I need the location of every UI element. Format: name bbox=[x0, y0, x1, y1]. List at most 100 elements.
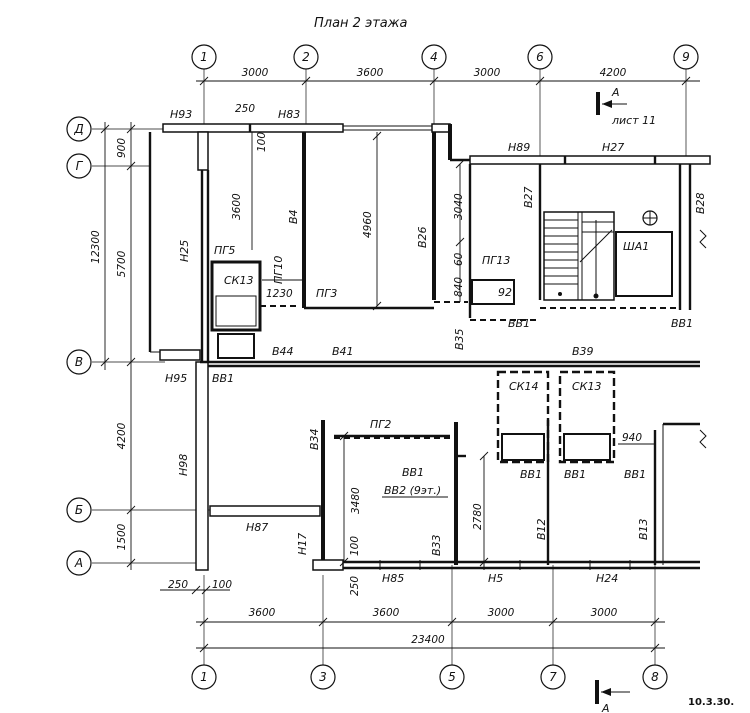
label-b28: В28 bbox=[694, 192, 707, 214]
dim-250-bot: 250 bbox=[349, 576, 361, 596]
label-bb1-g: ВВ1 bbox=[624, 468, 646, 481]
label-n95: Н95 bbox=[165, 372, 187, 385]
axis-bottom-3: 3 bbox=[319, 670, 327, 684]
label-pg3: ПГ3 bbox=[316, 287, 337, 300]
axis-left-v: В bbox=[75, 355, 83, 369]
label-bb1-f: ВВ1 bbox=[564, 468, 586, 481]
label-b4: В4 bbox=[287, 209, 300, 224]
axis-top-2: 2 bbox=[302, 50, 310, 64]
plan-title: План 2 этажа bbox=[314, 16, 407, 31]
label-pg10: ПГ10 bbox=[272, 256, 285, 284]
axis-bubbles-bottom: 1 3 5 7 8 bbox=[191, 664, 668, 690]
label-n5: Н5 bbox=[488, 572, 503, 585]
axis-left-a: А bbox=[74, 556, 83, 570]
label-n89: Н89 bbox=[508, 141, 530, 154]
dim-3480: 3480 bbox=[350, 487, 362, 514]
dim-250-left: 250 bbox=[168, 579, 188, 591]
label-b39: В39 bbox=[572, 345, 594, 358]
axis-bottom-1: 1 bbox=[200, 670, 208, 684]
dim-left-1500: 1500 bbox=[116, 523, 128, 550]
axis-bubbles-top: 1 2 4 6 9 bbox=[191, 44, 699, 70]
dim-250-top: 250 bbox=[235, 103, 255, 115]
label-sha1: ША1 bbox=[623, 240, 649, 253]
label-sk13-a: СК13 bbox=[224, 274, 254, 287]
dim-bottom-1: 3600 bbox=[249, 607, 276, 619]
label-pg2: ПГ2 bbox=[370, 418, 391, 431]
dim-3600-v: 3600 bbox=[231, 193, 243, 220]
shafts bbox=[210, 231, 673, 464]
label-n83: Н83 bbox=[278, 108, 300, 121]
dim-bottom-4: 3000 bbox=[591, 607, 618, 619]
label-bb1-c: ВВ1 bbox=[671, 317, 693, 330]
label-n27: Н27 bbox=[602, 141, 624, 154]
dim-left-900: 900 bbox=[116, 138, 128, 158]
label-n98: Н98 bbox=[177, 454, 190, 476]
section-sheet-ref: лист 11 bbox=[611, 114, 656, 127]
circle-cross-icon bbox=[642, 210, 658, 226]
label-b35: В35 bbox=[453, 328, 466, 350]
dim-left-5700: 5700 bbox=[116, 250, 128, 277]
axis-top-4: 4 bbox=[430, 50, 438, 64]
label-b13: В13 bbox=[637, 518, 650, 540]
stairs bbox=[543, 211, 615, 301]
label-b26: В26 bbox=[416, 226, 429, 248]
label-pg13: ПГ13 bbox=[482, 254, 510, 267]
break-lines bbox=[699, 229, 707, 449]
dim-top-1: 3000 bbox=[242, 67, 269, 79]
dim-4960: 4960 bbox=[362, 211, 374, 238]
label-92: 92 bbox=[498, 286, 512, 299]
label-bb2: ВВ2 (9эт.) bbox=[384, 484, 441, 497]
label-bb1-d: ВВ1 bbox=[402, 466, 424, 479]
dim-2780: 2780 bbox=[472, 503, 484, 530]
axis-bottom-7: 7 bbox=[549, 670, 557, 684]
label-n87: Н87 bbox=[246, 521, 268, 534]
dim-940: 940 bbox=[622, 432, 642, 444]
label-n24: Н24 bbox=[596, 572, 618, 585]
axis-top-9: 9 bbox=[682, 50, 690, 64]
dim-1230: 1230 bbox=[266, 288, 293, 300]
section-letter-bottom: А bbox=[601, 702, 610, 713]
dim-bottom-3: 3000 bbox=[488, 607, 515, 619]
dim-100-bot: 100 bbox=[349, 536, 361, 556]
label-b33: В33 bbox=[430, 534, 443, 556]
label-bb1-a: ВВ1 bbox=[212, 372, 234, 385]
axis-bottom-5: 5 bbox=[448, 670, 456, 684]
axis-top-6: 6 bbox=[536, 50, 544, 64]
dim-bottom-2: 3600 bbox=[373, 607, 400, 619]
sheet-code: 10.3.30. bbox=[688, 697, 734, 708]
axis-bottom-8: 8 bbox=[651, 670, 659, 684]
axis-left-g: Г bbox=[76, 159, 84, 173]
element-labels: Н93 Н83 Н89 Н27 Н25 Н95 ВВ1 Н98 Н87 Н17 … bbox=[165, 108, 707, 585]
inner-dimensions: 250 100 3600 4960 3040 60 840 1230 3480 … bbox=[160, 103, 655, 596]
label-n25: Н25 bbox=[178, 240, 191, 262]
section-marker-bottom: А bbox=[595, 680, 630, 713]
label-bb1-b: ВВ1 bbox=[508, 317, 530, 330]
label-n85: Н85 bbox=[382, 572, 404, 585]
section-marker-top: А лист 11 bbox=[596, 86, 656, 127]
axis-top-1: 1 bbox=[200, 50, 208, 64]
section-letter-top: А bbox=[611, 86, 620, 99]
dim-left-total: 12300 bbox=[90, 230, 102, 264]
label-pg5: ПГ5 bbox=[214, 244, 235, 257]
label-n93: Н93 bbox=[170, 108, 192, 121]
dim-top-2: 3600 bbox=[357, 67, 384, 79]
walls bbox=[148, 123, 711, 571]
dim-left-4200: 4200 bbox=[116, 422, 128, 449]
label-bb1-e: ВВ1 bbox=[520, 468, 542, 481]
dim-100-top: 100 bbox=[256, 132, 268, 152]
dimension-bottom: 3600 3600 3000 3000 23400 bbox=[196, 607, 665, 653]
axis-left-b: Б bbox=[75, 503, 83, 517]
label-b12: В12 bbox=[535, 518, 548, 540]
dim-top-3: 3000 bbox=[474, 67, 501, 79]
label-b34: В34 bbox=[308, 428, 321, 450]
dimension-left: 900 5700 4200 1500 12300 bbox=[90, 122, 136, 570]
dim-100-left: 100 bbox=[212, 579, 232, 591]
label-sk14: СК14 bbox=[509, 380, 539, 393]
label-b44: В44 bbox=[272, 345, 294, 358]
dim-840: 840 bbox=[453, 277, 465, 297]
label-sk13-b: СК13 bbox=[572, 380, 602, 393]
label-b41: В41 bbox=[332, 345, 354, 358]
axis-left-d: Д bbox=[73, 122, 83, 136]
dim-60: 60 bbox=[453, 252, 465, 266]
